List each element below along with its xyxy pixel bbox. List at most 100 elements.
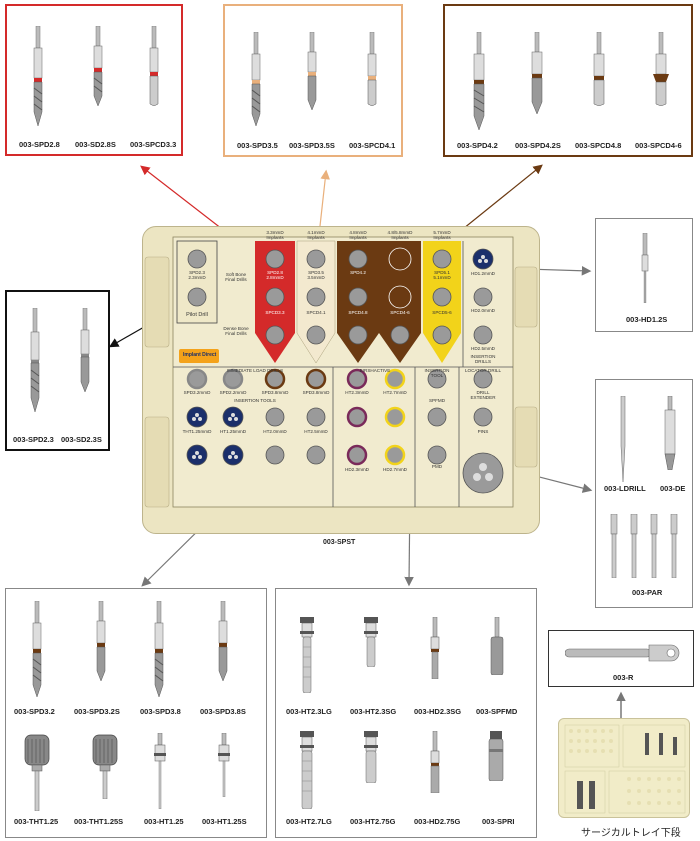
label-de: 003-DE — [660, 484, 686, 493]
label-sd2.3s: 003-SD2.3S — [61, 435, 102, 444]
row1-label-6: HT2.7mmD — [383, 390, 407, 395]
locator-drill — [616, 396, 630, 482]
header-4.8-5.8: 4.8/5.8mmD Implants — [387, 230, 413, 240]
label-spd3.5s: 003-SPD3.5S — [289, 141, 335, 150]
drill-spd3.2s — [94, 601, 108, 681]
drill-spcd4.1 — [365, 32, 379, 106]
insertion-tools-header: INSERTION TOOLS — [234, 398, 276, 403]
immediate-load-header: IMMEDIATE LOAD DRILLS — [226, 368, 284, 373]
row2-label-3: HT2.0mmD — [263, 429, 287, 434]
header-4.8: 4.8mmD Implants — [349, 230, 367, 240]
hand-tool-spfmd — [488, 617, 506, 675]
hand-tool-ht2.3sg — [362, 617, 380, 667]
hand-tool-ht2.3lg — [298, 617, 316, 693]
ratchet-wrench — [565, 641, 683, 665]
accessory-box: 003-LDRILL 003-DE 003-PAR — [595, 379, 693, 608]
header-3.3: 3.3mmD Implants — [266, 230, 284, 240]
label-spd4.2: 003-SPD4.2 — [457, 141, 498, 150]
label-spd3.8: 003-SPD3.8 — [140, 707, 181, 716]
row3-label-2: HD2.7mmD — [383, 467, 407, 472]
row1-label-5: HT2.3mmD — [345, 390, 369, 395]
brown-spcd4-6-label: SPCD4-6 — [390, 310, 410, 315]
label-tht1.25s: 003-THT1.25S — [74, 817, 124, 826]
row1-label-2: SPD2.2mmD — [219, 390, 247, 395]
label-ldrill: 003-LDRILL — [604, 484, 646, 493]
caption-lower-tray: サージカルトレイ下段 — [581, 828, 681, 839]
label-spd4.2s: 003-SPD4.2S — [515, 141, 561, 150]
hand-drill-hd2.3sg — [428, 617, 442, 679]
label-spcd4.1: 003-SPCD4.1 — [349, 141, 396, 150]
label-spd3.2: 003-SPD3.2 — [14, 707, 55, 716]
pins-label: PINS — [477, 429, 489, 434]
row2-label-2: HT1.25mmD — [219, 429, 247, 434]
hand-tools-box: 003-HT2.3LG 003-HT2.3SG 003-HD2.3SG 003-… — [275, 588, 537, 838]
pilot-drill-label: Pilot Drill — [186, 312, 208, 318]
drill-spd2.8 — [31, 26, 45, 126]
ratchet-box: 003-R — [548, 630, 694, 687]
row2-label-1: THT1.25mmD — [182, 429, 212, 434]
insertion-drills-label: INSERTION DRILLS — [470, 354, 496, 364]
label-ht2.3lg: 003-HT2.3LG — [286, 707, 332, 716]
drill-spd3.8 — [152, 601, 166, 697]
drill-extender-label: DRILL EXTENDER — [470, 390, 496, 400]
drill-spd3.5s — [305, 32, 319, 110]
birshactive-header: BIRSHACTIVE — [359, 368, 391, 373]
tray-name: 003-SPST — [323, 539, 356, 546]
drill-spd2.3 — [29, 308, 41, 412]
hd2.0-label: HD2.0mmD — [471, 308, 495, 313]
soft-bone-label: Soft Bone Final Drills — [225, 272, 247, 282]
drill-spcd3.3 — [147, 26, 161, 106]
hd-drill-box: 003-HD1.2S — [595, 218, 693, 332]
label-spcd3.3: 003-SPCD3.3 — [130, 140, 177, 149]
drill-spd3.8s — [216, 601, 230, 681]
insertion-tool-header: INSERTION TOOL — [424, 368, 450, 378]
label-spd3.8s: 003-SPD3.8S — [200, 707, 246, 716]
label-ht2.7lg: 003-HT2.7LG — [286, 817, 332, 826]
yellow-spd5.1-label: SPD5.1 5.1mmD — [433, 270, 451, 280]
drill-spcd4.8 — [591, 32, 607, 106]
lower-tray-thumbnail — [558, 718, 690, 818]
label-spd2.8: 003-SPD2.8 — [19, 140, 60, 149]
hand-tool-ht2.75g — [362, 731, 380, 783]
peach-spd3.5-label: SPD3.5 3.5mmD — [307, 270, 325, 280]
header-4.1: 4.1mmD Implants — [307, 230, 325, 240]
row1-label-4: SPD3.8mmD — [302, 390, 330, 395]
row1-label-3: SPD3.8mmD — [261, 390, 289, 395]
label-spd2.3: 003-SPD2.3 — [13, 435, 54, 444]
pmd-label: PMD — [431, 464, 443, 469]
label-ht2.75g: 003-HT2.75G — [350, 817, 396, 826]
peach-spcd4.1-label: SPCD4.1 — [306, 310, 326, 315]
row2-label-4: HT2.5mmD — [304, 429, 328, 434]
hd1.2-label: HD1.2mmD — [471, 271, 495, 276]
label-spri: 003-SPRI — [482, 817, 515, 826]
hand-tool-ht1.25 — [152, 733, 168, 809]
surgical-tray: 3.3mmD Implants 4.1mmD Implants 4.8mmD I… — [142, 226, 540, 546]
label-spd3.2s: 003-SPD3.2S — [74, 707, 120, 716]
label-hd1.2s: 003-HD1.2S — [626, 315, 668, 324]
drill-sd2.8s — [91, 26, 105, 106]
label-spfmd: 003-SPFMD — [476, 707, 518, 716]
pilot-drill-size: SPD2.3 2.3mmD — [188, 270, 206, 280]
label-tht1.25: 003-THT1.25 — [14, 817, 59, 826]
thumb-tool-tht1.25s — [90, 733, 120, 799]
hand-tool-ht1.25s — [216, 733, 232, 797]
hand-tool-spri — [486, 731, 506, 781]
drill-spd4.2s — [529, 32, 545, 114]
red-drill-box: 003-SPD2.8 003-SD2.8S 003-SPCD3.3 — [5, 4, 183, 156]
pilot-drill-box: 003-SPD2.3 003-SD2.3S — [5, 290, 110, 451]
row3-label-1: HD2.3mmD — [345, 467, 369, 472]
parallel-pins — [608, 514, 684, 578]
label-ht1.25: 003-HT1.25 — [144, 817, 184, 826]
label-spd3.5: 003-SPD3.5 — [237, 141, 278, 150]
peach-drill-box: 003-SPD3.5 003-SPD3.5S 003-SPCD4.1 — [223, 4, 403, 157]
brown-spcd4.8-label: SPCD4.8 — [348, 310, 368, 315]
label-ht2.3sg: 003-HT2.3SG — [350, 707, 397, 716]
red-spcd3.3-label: SPCD3.3 — [265, 310, 285, 315]
hand-tool-ht2.7lg — [298, 731, 316, 809]
label-hd2.3sg: 003-HD2.3SG — [414, 707, 462, 716]
logo-text: Implant Direct — [183, 352, 217, 358]
drill-hd1.2s — [640, 233, 650, 303]
thumb-tool-tht1.25 — [22, 733, 52, 811]
label-hd2.75g: 003-HD2.75G — [414, 817, 461, 826]
dense-bone-label: Dense Bone Final Drills — [223, 326, 249, 336]
